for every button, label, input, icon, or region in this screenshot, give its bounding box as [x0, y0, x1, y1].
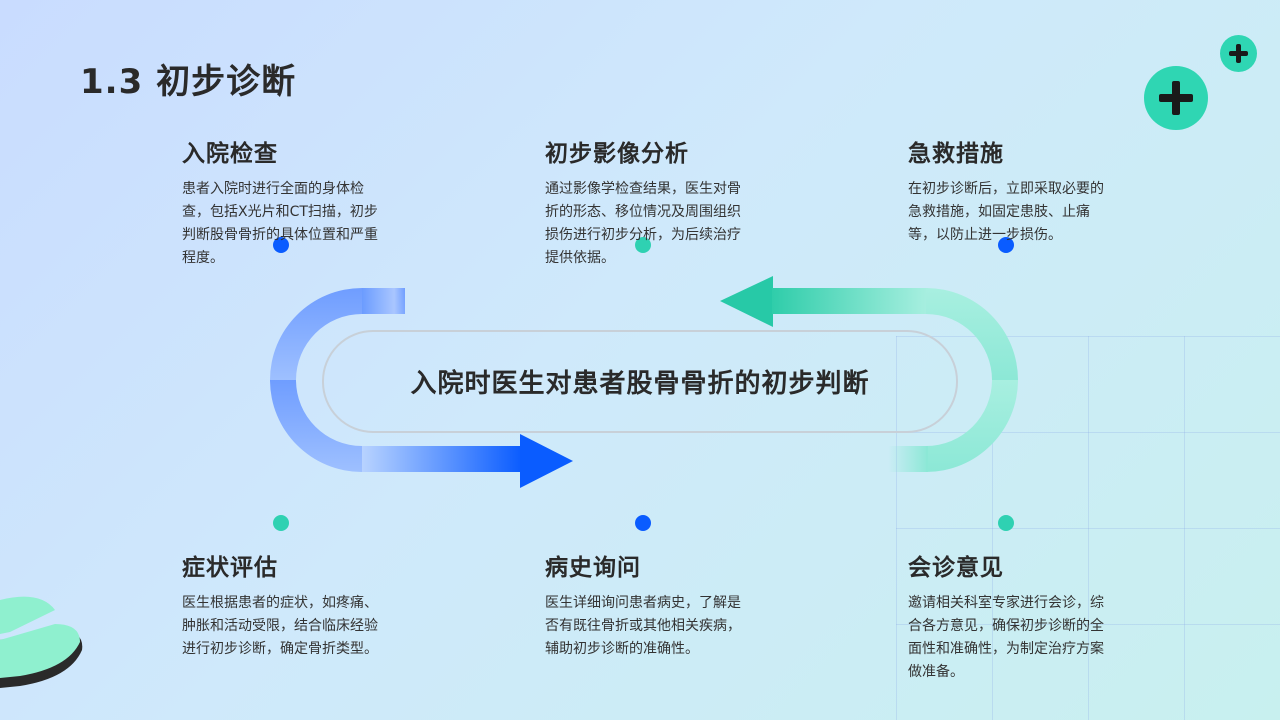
plus-icon	[1220, 35, 1257, 72]
item-history: 病史询问 医生详细询问患者病史，了解是否有既往骨折或其他相关疾病，辅助初步诊断的…	[545, 548, 745, 661]
decorative-shape	[0, 596, 83, 688]
flow-band-right	[926, 288, 1018, 380]
background-grid	[896, 336, 1280, 720]
arrow-left-icon	[720, 276, 773, 327]
item-title: 初步影像分析	[545, 141, 689, 167]
flow-band-top-left	[362, 288, 405, 314]
timeline-dot	[273, 237, 289, 253]
timeline-dot	[998, 515, 1014, 531]
item-admission-exam: 入院检查 患者入院时进行全面的身体检查，包括X光片和CT扫描，初步判断股骨骨折的…	[182, 134, 382, 270]
flow-band-bottom	[362, 446, 522, 472]
arrow-right-icon	[520, 434, 573, 488]
timeline-dot	[998, 237, 1014, 253]
center-label: 入院时医生对患者股骨骨折的初步判断	[410, 369, 870, 399]
plus-icon	[1144, 66, 1208, 130]
item-desc: 患者入院时进行全面的身体检查，包括X光片和CT扫描，初步判断股骨骨折的具体位置和…	[182, 181, 378, 266]
flow-band-right-lower	[926, 380, 1018, 472]
flow-band-top-right	[772, 288, 928, 314]
item-desc: 医生根据患者的症状，如疼痛、肿胀和活动受限，结合临床经验进行初步诊断，确定骨折类…	[182, 595, 378, 657]
center-pill	[322, 330, 958, 433]
item-title: 急救措施	[908, 141, 1004, 167]
timeline-dot	[635, 515, 651, 531]
item-first-aid: 急救措施 在初步诊断后，立即采取必要的急救措施，如固定患肢、止痛等，以防止进一步…	[908, 134, 1108, 247]
item-consultation: 会诊意见 邀请相关科室专家进行会诊，综合各方意见，确保初步诊断的全面性和准确性，…	[908, 548, 1108, 684]
item-desc: 医生详细询问患者病史，了解是否有既往骨折或其他相关疾病，辅助初步诊断的准确性。	[545, 595, 741, 657]
timeline-dot	[273, 515, 289, 531]
item-title: 入院检查	[182, 141, 278, 167]
item-title: 会诊意见	[908, 555, 1004, 581]
flow-band-bottom-right	[888, 446, 928, 472]
item-desc: 在初步诊断后，立即采取必要的急救措施，如固定患肢、止痛等，以防止进一步损伤。	[908, 181, 1104, 243]
item-desc: 通过影像学检查结果，医生对骨折的形态、移位情况及周围组织损伤进行初步分析，为后续…	[545, 181, 741, 266]
item-title: 病史询问	[545, 555, 641, 581]
page-title: 1.3 初步诊断	[80, 62, 297, 102]
item-imaging-analysis: 初步影像分析 通过影像学检查结果，医生对骨折的形态、移位情况及周围组织损伤进行初…	[545, 134, 745, 270]
flow-band-left-lower	[270, 380, 362, 472]
item-title: 症状评估	[182, 555, 278, 581]
item-desc: 邀请相关科室专家进行会诊，综合各方意见，确保初步诊断的全面性和准确性，为制定治疗…	[908, 595, 1104, 680]
timeline-dot	[635, 237, 651, 253]
item-symptom-eval: 症状评估 医生根据患者的症状，如疼痛、肿胀和活动受限，结合临床经验进行初步诊断，…	[182, 548, 382, 661]
